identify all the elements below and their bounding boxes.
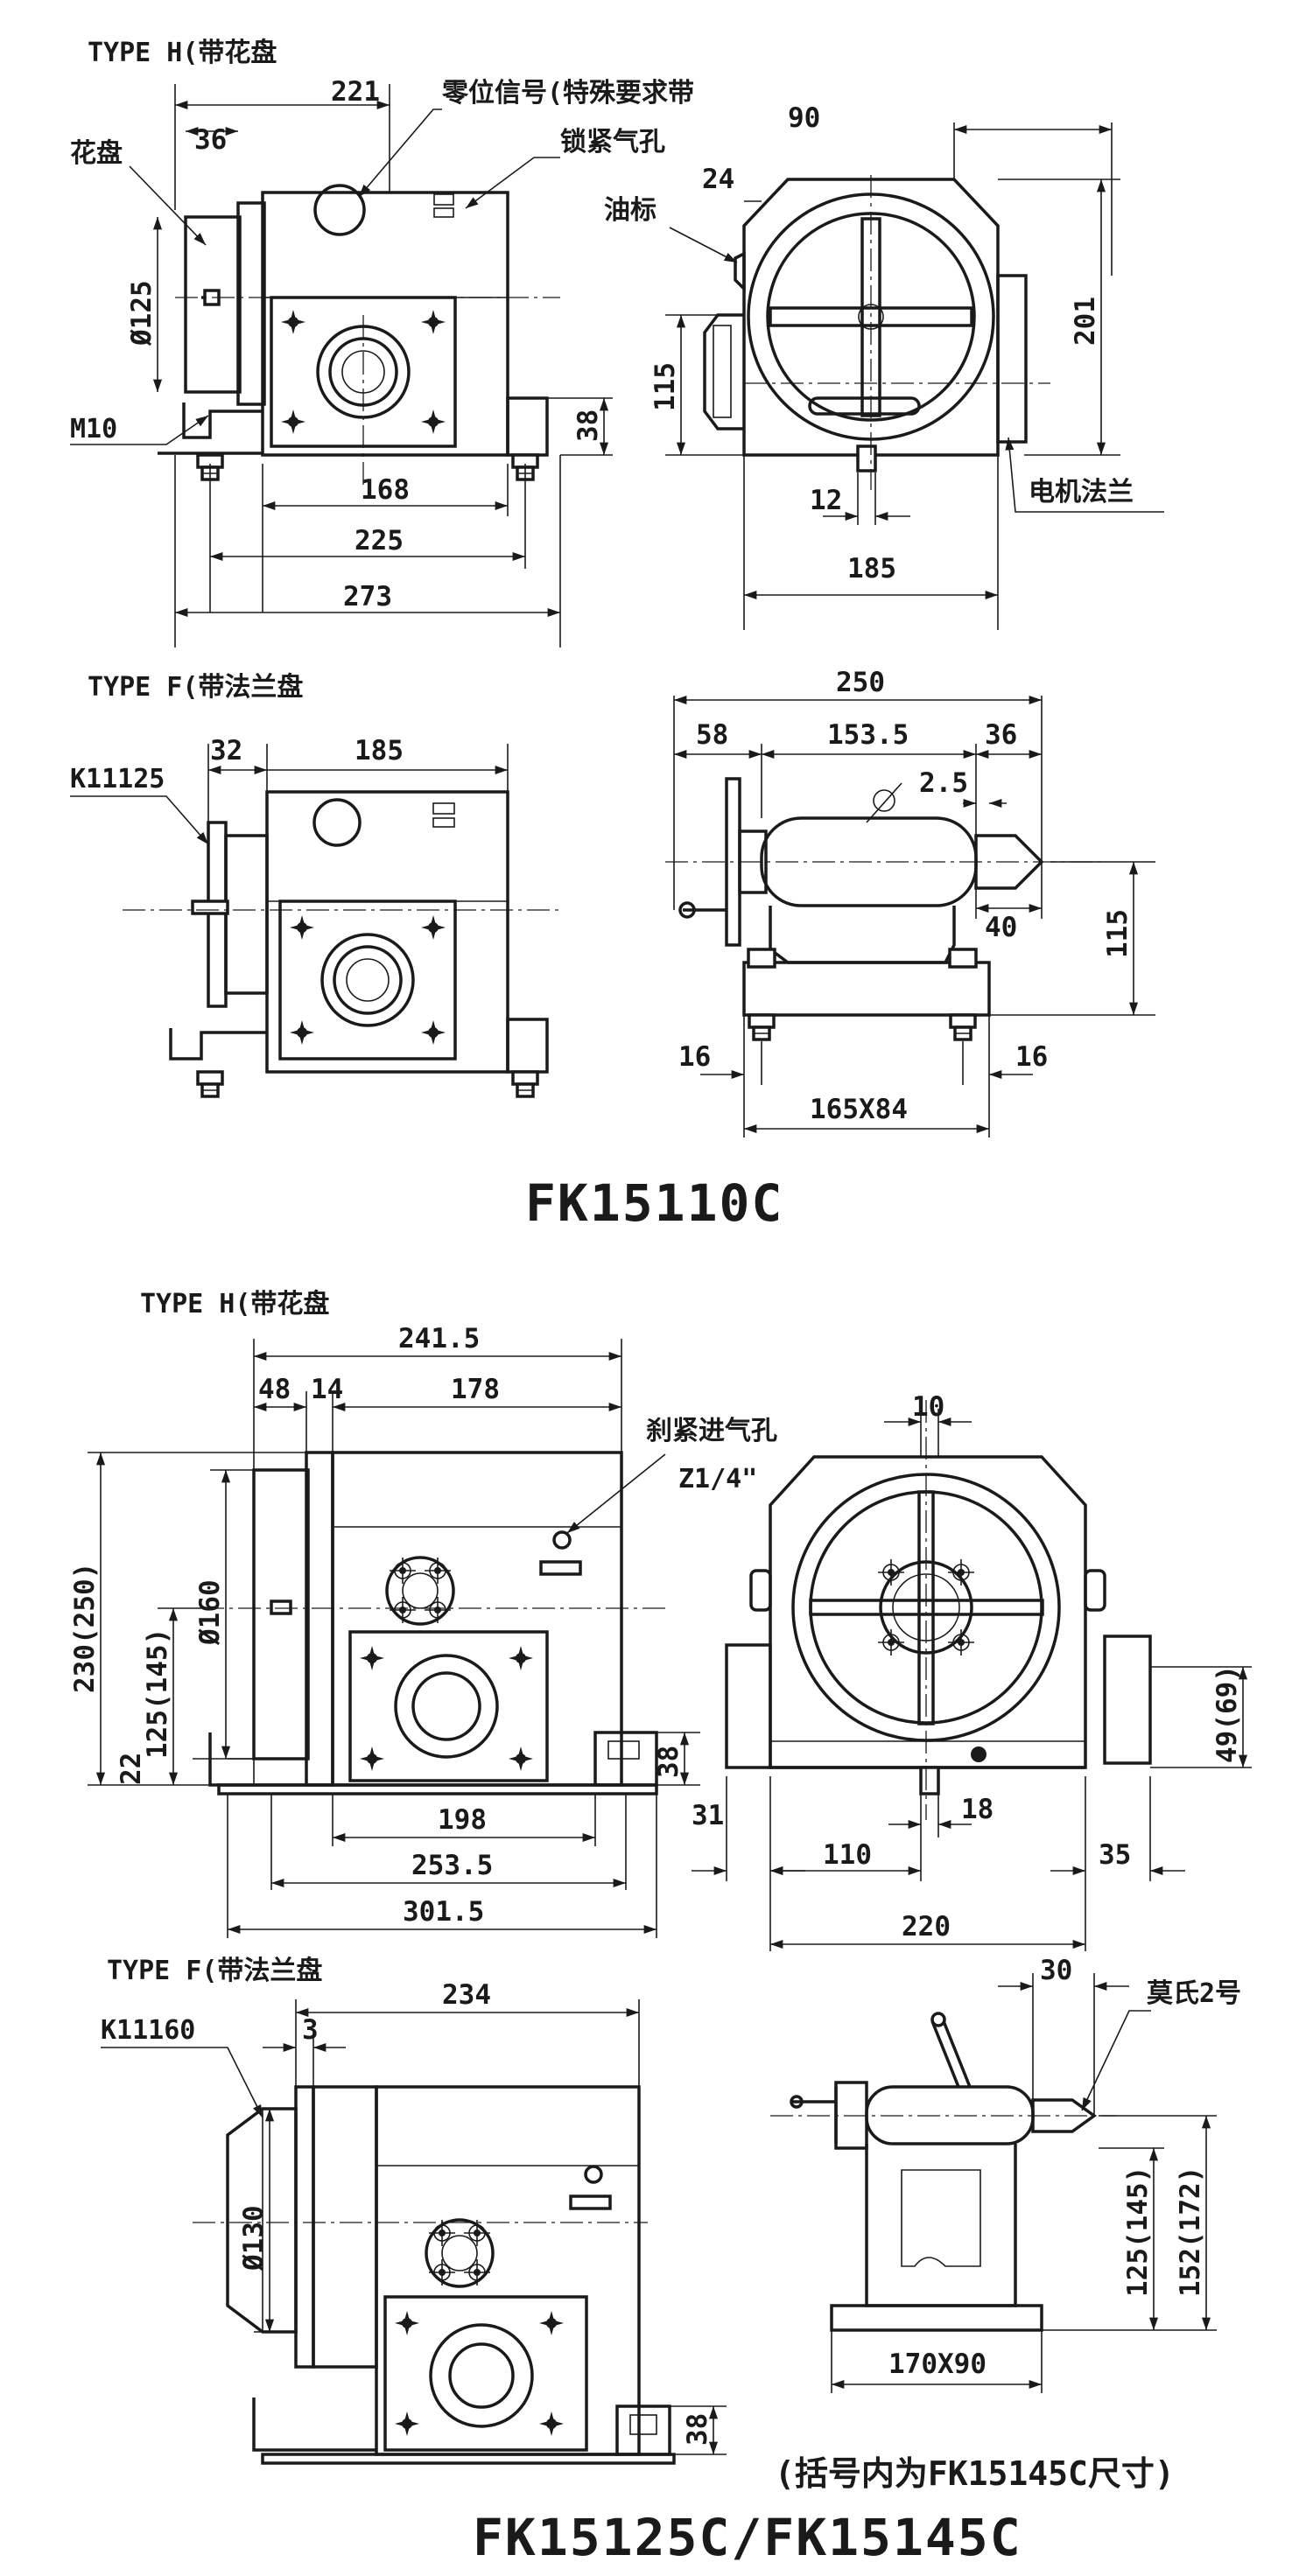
dim-label: 125(145) [142,1628,173,1759]
dim-label: 115 [1102,909,1134,958]
callout-bolt: M10 [70,414,117,444]
callout-oil-gauge: 油标 [604,195,657,226]
dim-label: 48 [258,1374,291,1405]
dim-label: 38 [653,1746,685,1778]
dim-label: 234 [442,1979,491,2011]
dim-label: 221 [331,76,380,108]
fk15125c-type-h-front-view: TYPE H(带花盘 241.5 48 14 178 [69,1289,777,1938]
dim-label: 301.5 [403,1896,484,1928]
dim-label: 58 [696,719,728,751]
fk15110c-type-h-front-view: TYPE H(带花盘 221 36 Ø [70,38,694,648]
dim-label: 16 [678,1041,711,1073]
dim-label: Ø160 [194,1579,226,1646]
dim-label: 22 [116,1753,147,1785]
callout-morse: 莫氏2号 [1147,1978,1241,2009]
dim-label: 3 [302,2014,319,2046]
dim-label: 253.5 [411,1850,493,1881]
dim-label: 220 [902,1911,951,1942]
section-label: TYPE F(带法兰盘 [88,672,303,703]
dim-label: 153.5 [827,719,909,751]
dim-label: 90 [788,102,820,134]
fk15110c-type-h-side-view: 90 24 201 115 12 185 油标 电机法兰 [604,102,1164,630]
dim-label: 198 [438,1804,487,1836]
callout-faceplate: 花盘 [70,138,123,169]
dim-label: 18 [961,1794,994,1825]
dim-label: 32 [210,735,242,766]
callout-thread: Z1/4" [678,1464,757,1494]
dim-label: 170X90 [888,2348,987,2380]
dim-label: Ø130 [238,2205,270,2272]
dimension-note: (括号内为FK15145C尺寸) [775,2454,1175,2493]
fk15110c-type-f-front-view: TYPE F(带法兰盘 32 185 K11125 [70,672,560,1098]
dim-label: 110 [823,1839,872,1871]
dim-label: 165X84 [810,1094,908,1125]
dim-label: 31 [692,1800,724,1831]
callout-lock-hole: 锁紧气孔 [560,127,665,158]
dim-label: 185 [847,553,896,584]
dim-label: 241.5 [398,1323,480,1354]
dim-label: 185 [355,735,404,766]
dim-label: 49(69) [1211,1665,1243,1763]
section-label: TYPE H(带花盘 [88,38,277,68]
model-title: FK15125C/FK15145C [473,2508,1022,2567]
dim-label: 24 [702,164,734,195]
dim-label: 10 [912,1391,944,1423]
dim-label: 38 [572,410,604,442]
dim-label: 273 [343,581,392,612]
dim-label: 14 [311,1374,343,1405]
dim-label: 38 [682,2413,713,2446]
fk15125c-type-f-front-view: TYPE F(带法兰盘 234 3 Ø1 [101,1956,727,2465]
dim-label: 36 [194,124,227,156]
dim-label: 16 [1015,1041,1048,1073]
dim-label: 30 [1040,1955,1072,1986]
dim-label: 40 [985,912,1017,943]
dim-label: 115 [649,362,681,411]
dim-label: 36 [985,719,1017,751]
dim-label: 2.5 [919,767,968,799]
dim-label: 178 [451,1374,500,1405]
fk15110c-type-f-side-view: 250 58 153.5 36 2.5 40 115 16 16 165X84 [665,667,1155,1138]
fk15125c-type-f-side-view: 30 莫氏2号 125(145) 152(172) 170X90 [770,1955,1241,2393]
model-title: FK15110C [525,1173,783,1233]
callout-zero-signal: 零位信号(特殊要求带 [442,78,694,108]
dim-label: 168 [361,474,410,506]
dim-label: 35 [1099,1839,1131,1871]
section-label: TYPE F(带法兰盘 [107,1956,322,1986]
dim-label: 250 [836,667,885,698]
callout-flange-code: K11125 [70,764,165,794]
dim-label: 225 [355,525,404,556]
section-label: TYPE H(带花盘 [140,1289,329,1320]
callout-flange-code: K11160 [101,2015,195,2046]
fk15125c-type-h-side-view: 10 31 18 110 35 220 49(69) [692,1391,1252,1951]
dim-label: 12 [810,485,842,516]
dim-label: Ø125 [126,280,158,346]
dim-label: 230(250) [69,1563,101,1693]
callout-motor-flange: 电机法兰 [1029,477,1134,508]
dim-label: 152(172) [1175,2166,1206,2297]
dim-label: 201 [1070,297,1101,346]
callout-brake-air: 刹紧进气孔 [646,1416,777,1446]
dim-label: 125(145) [1122,2166,1154,2297]
